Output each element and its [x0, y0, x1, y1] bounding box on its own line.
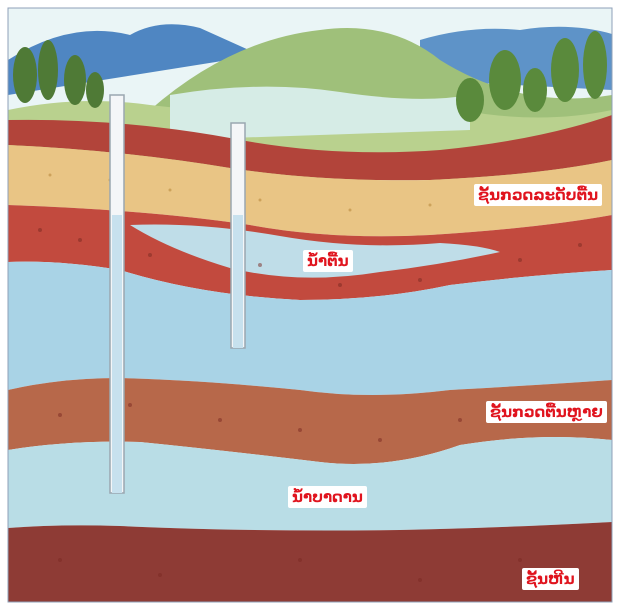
- label-groundwater: ນ້ຳບາດານ: [288, 486, 367, 508]
- label-shallow-porous-layer: ຊັ້ນກວດລະດັບຕື້ນ: [474, 184, 602, 206]
- bedrock-layer: [8, 522, 612, 602]
- label-bedrock-layer: ຊັ້ນຫີນ: [522, 568, 579, 590]
- deep-well-pipe: [110, 95, 124, 493]
- label-deep-porous-layer: ຊັ້ນກວດຕື້ນຫຼາຍ: [486, 401, 607, 423]
- shallow-well-pipe: [231, 123, 245, 348]
- label-shallow-water: ນ້ຳຕື້ນ: [303, 250, 353, 272]
